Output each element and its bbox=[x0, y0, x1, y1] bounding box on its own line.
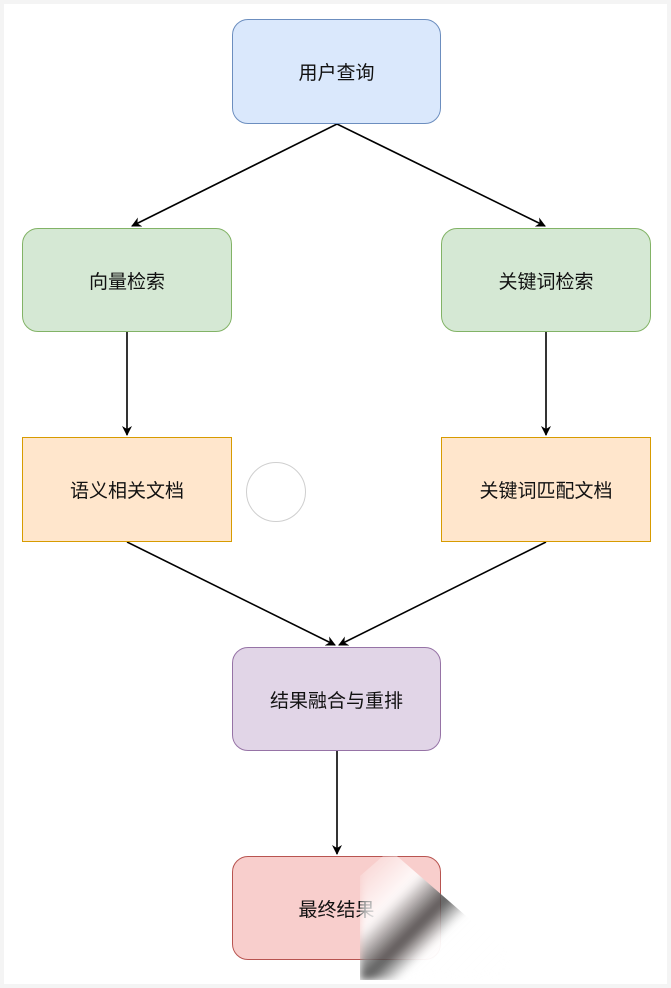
node-final-result-label: 最终结果 bbox=[298, 898, 375, 921]
node-vector-search-label: 向量检索 bbox=[88, 270, 165, 293]
cursor-ring bbox=[246, 462, 306, 522]
node-semantic-docs[interactable]: 语义相关文档 bbox=[22, 437, 232, 542]
node-keyword-search[interactable]: 关键词检索 bbox=[441, 228, 651, 332]
node-user-query[interactable]: 用户查询 bbox=[232, 19, 441, 124]
node-keyword-search-label: 关键词检索 bbox=[498, 270, 594, 293]
node-user-query-label: 用户查询 bbox=[298, 62, 375, 84]
node-keyword-docs[interactable]: 关键词匹配文档 bbox=[441, 437, 651, 542]
node-fusion-rerank[interactable]: 结果融合与重排 bbox=[232, 647, 441, 751]
node-keyword-docs-label: 关键词匹配文档 bbox=[479, 480, 613, 502]
node-fusion-rerank-label: 结果融合与重排 bbox=[269, 689, 403, 712]
node-semantic-docs-label: 语义相关文档 bbox=[69, 480, 184, 502]
node-vector-search[interactable]: 向量检索 bbox=[22, 228, 232, 332]
